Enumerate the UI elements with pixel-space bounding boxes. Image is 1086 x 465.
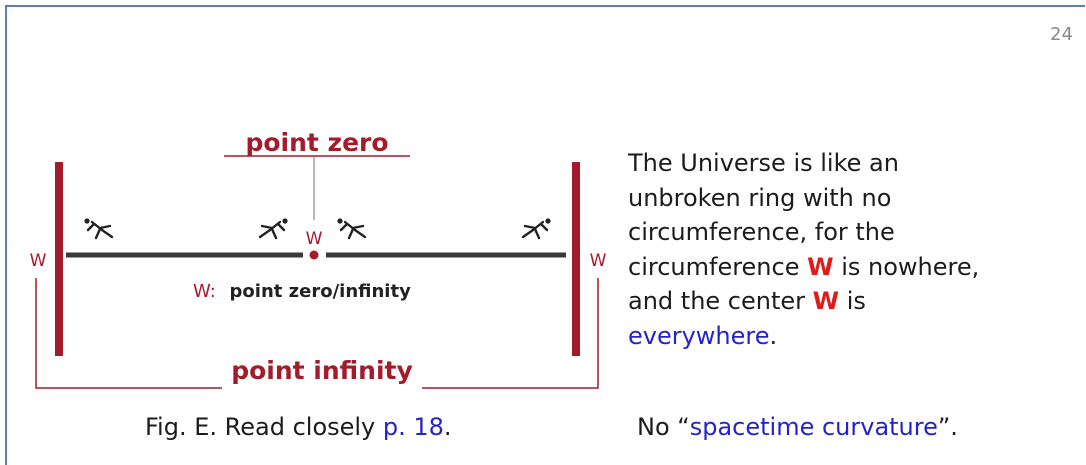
slide-frame: [5, 5, 1085, 465]
body-line-2: unbroken ring with no: [628, 183, 892, 212]
right-w-label: W: [590, 251, 607, 271]
center-w-label: W: [306, 229, 323, 249]
point-infinity-label: point infinity: [231, 356, 413, 385]
caption-page-ref[interactable]: p. 18: [382, 413, 444, 441]
legend: W: point zero/infinity: [193, 281, 411, 302]
everywhere-highlight: everywhere: [628, 321, 770, 350]
body-line-3: circumference, for the: [628, 218, 895, 246]
left-w-label: W: [30, 251, 47, 271]
legend-text: point zero/infinity: [230, 281, 412, 302]
w-highlight: W: [807, 252, 834, 281]
body-line-6: everywhere.: [628, 321, 778, 350]
w-highlight: W: [812, 287, 840, 315]
right-bar: [572, 162, 580, 356]
runner-icon: [84, 218, 114, 240]
runner-icon: [521, 218, 551, 240]
spacetime-note: No “spacetime curvature”.: [637, 413, 958, 441]
spacetime-curvature-highlight: spacetime curvature: [689, 413, 938, 441]
figure-caption: Fig. E. Read closely p. 18.: [145, 413, 452, 441]
body-line-5: and the center W is: [628, 287, 866, 315]
caption-suffix: .: [443, 413, 452, 441]
center-point: [309, 250, 319, 260]
legend-key: W:: [193, 281, 216, 302]
caption-prefix: Fig. E. Read closely: [145, 413, 383, 441]
page-number: 24: [1050, 24, 1073, 45]
left-bar: [55, 162, 63, 356]
body-line-1: The Universe is like an: [628, 149, 899, 177]
runner-icon: [337, 218, 367, 240]
point-zero-label: point zero: [245, 128, 388, 157]
universe-description: The Universe is like an unbroken ring wi…: [628, 146, 979, 353]
body-line-4: circumference W is nowhere,: [628, 252, 980, 281]
runner-icon: [258, 218, 288, 240]
